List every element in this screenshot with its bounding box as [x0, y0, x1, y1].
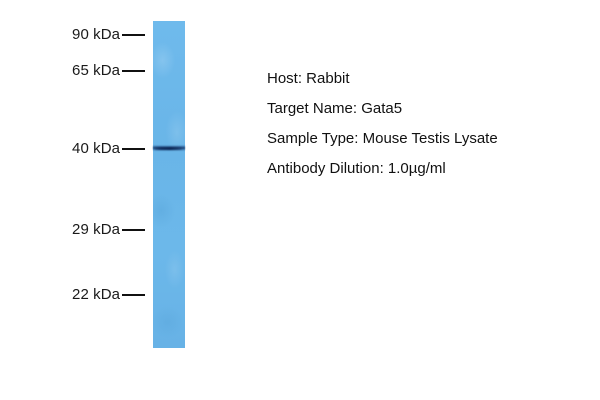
ladder-marker-22: 22 kDa: [72, 285, 146, 305]
ladder-marker-label: 90 kDa: [72, 26, 121, 43]
annotation-target-name: Target Name: Gata5: [267, 100, 403, 117]
ladder-marker-label: 22 kDa: [72, 286, 121, 303]
marker-tick-icon: [122, 70, 146, 72]
marker-tick-icon: [122, 148, 146, 150]
ladder-marker-label: 65 kDa: [72, 62, 121, 79]
ladder-marker-29: 29 kDa: [72, 220, 146, 240]
target-band: [153, 145, 185, 151]
annotation-block: Host: Rabbit Target Name: Gata5 Sample T…: [267, 64, 567, 184]
ladder-marker-65: 65 kDa: [72, 61, 146, 81]
marker-tick-icon: [122, 34, 146, 36]
ladder-marker-90: 90 kDa: [72, 25, 146, 45]
annotation-host: Host: Rabbit: [267, 70, 350, 87]
marker-tick-icon: [122, 294, 146, 296]
ladder-marker-label: 29 kDa: [72, 221, 121, 238]
annotation-sample-type: Sample Type: Mouse Testis Lysate: [267, 130, 498, 147]
blot-lane: [153, 21, 185, 348]
ladder-marker-40: 40 kDa: [72, 139, 146, 159]
annotation-antibody-dilution: Antibody Dilution: 1.0µg/ml: [267, 160, 446, 177]
ladder-marker-label: 40 kDa: [72, 140, 121, 157]
marker-tick-icon: [122, 229, 146, 231]
